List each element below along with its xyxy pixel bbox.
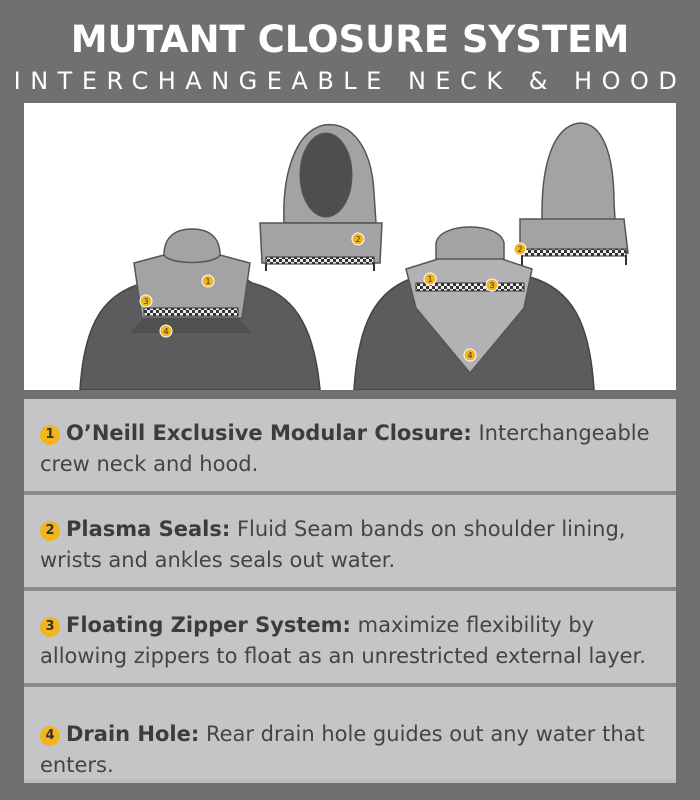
- marker-2-hood-label: 2: [355, 235, 360, 244]
- marker-3-front: [139, 294, 153, 308]
- feature-text: Interchangeable crew neck and hood.: [40, 421, 650, 476]
- feature-item-1: 1 O’Neill Exclusive Modular Closure: Inte…: [24, 399, 676, 491]
- wetsuit-illustration: 1 3 4 2 1 3 4 2: [24, 103, 676, 390]
- marker-2-back-hood: [513, 242, 527, 256]
- feature-label: Plasma Seals:: [66, 517, 231, 541]
- marker-3-back-label: 3: [489, 281, 494, 290]
- marker-1-back: [423, 272, 437, 286]
- divider: [24, 491, 676, 495]
- divider: [24, 587, 676, 591]
- page-title: MUTANT CLOSURE SYSTEM: [70, 18, 630, 61]
- number-badge: 2: [40, 521, 60, 541]
- back-hood: [519, 122, 629, 265]
- feature-text: maximize flexibility by allowing zippers…: [40, 613, 646, 668]
- marker-4-front-label: 4: [163, 327, 168, 336]
- marker-4-back: [463, 348, 477, 362]
- marker-4-back-label: 4: [467, 351, 472, 360]
- number-badge: 3: [40, 617, 60, 637]
- marker-3-back: [485, 278, 499, 292]
- feature-label: Drain Hole:: [66, 722, 200, 746]
- feature-text: Rear drain hole guides out any water tha…: [40, 722, 645, 777]
- feature-item-2: 2 Plasma Seals: Fluid Seam bands on shoul…: [24, 495, 676, 587]
- front-hood: [259, 123, 383, 271]
- feature-item-3: 3 Floating Zipper System: maximize flexib…: [24, 591, 676, 683]
- marker-2-back-hood-label: 2: [517, 245, 522, 254]
- diagram-markers: 1 3 4 2 1 3 4 2: [139, 232, 527, 362]
- feature-item-4: 4 Drain Hole: Rear drain hole guides out …: [24, 687, 676, 779]
- feature-list: 1 O’Neill Exclusive Modular Closure: Inte…: [24, 399, 676, 783]
- wetsuit-diagram: 1 3 4 2 1 3 4 2: [79, 122, 629, 390]
- feature-text: Fluid Seam bands on shoulder lining, wri…: [40, 517, 626, 572]
- page-subtitle: INTERCHANGEABLE NECK & HOOD: [13, 67, 687, 95]
- number-badge: 1: [40, 425, 60, 445]
- marker-4-front: [159, 324, 173, 338]
- header: MUTANT CLOSURE SYSTEM INTERCHANGEABLE NE…: [10, 12, 690, 102]
- divider: [24, 683, 676, 687]
- marker-1-front-label: 1: [205, 277, 210, 286]
- back-suit: [353, 226, 595, 390]
- feature-label: O’Neill Exclusive Modular Closure:: [66, 421, 472, 445]
- number-badge: 4: [40, 726, 60, 746]
- marker-3-front-label: 3: [143, 297, 148, 306]
- marker-2-hood: [351, 232, 365, 246]
- marker-1-front: [201, 274, 215, 288]
- feature-label: Floating Zipper System:: [66, 613, 351, 637]
- marker-1-back-label: 1: [427, 275, 432, 284]
